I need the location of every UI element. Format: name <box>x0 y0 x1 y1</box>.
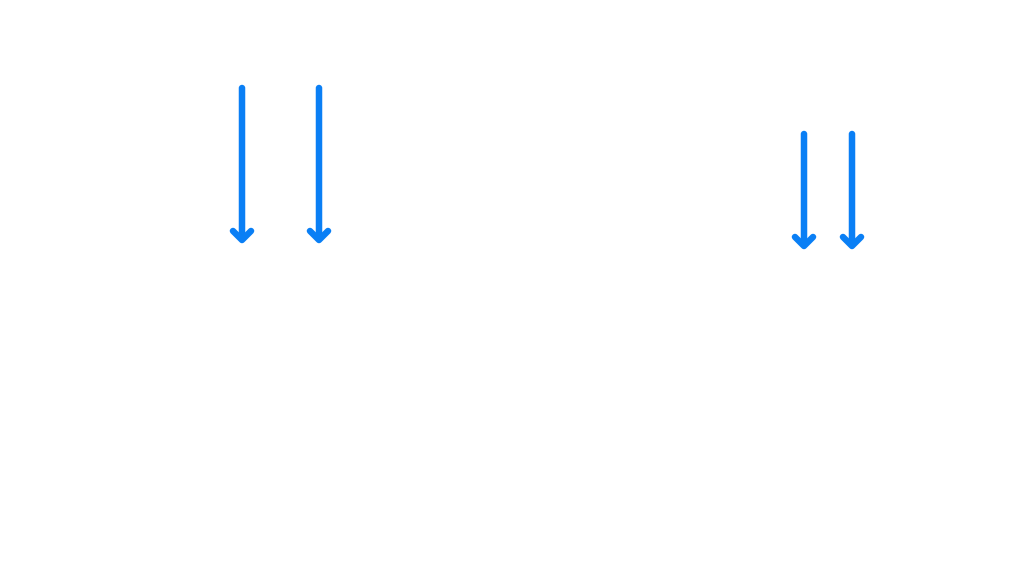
left-arrow-pair <box>229 84 332 244</box>
arrow-down-icon <box>229 84 255 244</box>
arrow-down-icon <box>306 84 332 244</box>
arrow-down-icon <box>791 130 817 250</box>
right-arrow-pair <box>791 130 865 250</box>
arrow-down-icon <box>839 130 865 250</box>
